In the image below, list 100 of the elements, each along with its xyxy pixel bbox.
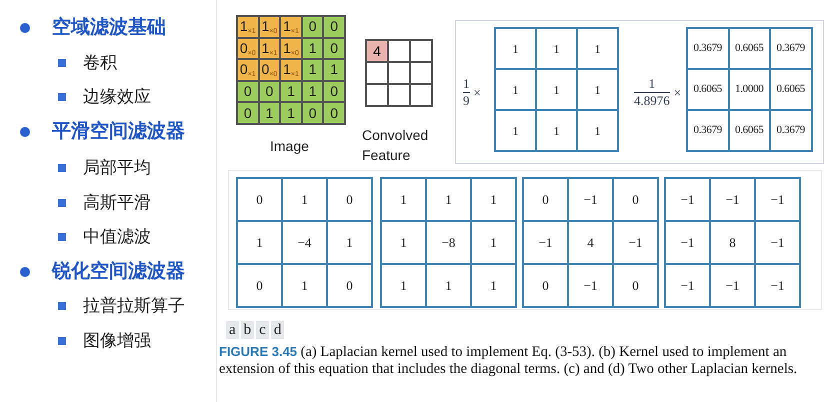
list-item: 局部平均 [83, 157, 151, 180]
matrix-value: 1 [445, 190, 452, 209]
matrix-value: −1 [770, 276, 784, 295]
matrix-value: −1 [584, 190, 598, 209]
pixel-value: 1 [330, 60, 338, 80]
matrix-value: 0 [346, 190, 353, 209]
pixel-value: 0 [265, 82, 274, 102]
pixel-value: 0 [330, 82, 338, 102]
matrix-value: 1 [400, 276, 407, 295]
matrix-value: −1 [726, 276, 740, 295]
list-item: 中值滤波 [83, 226, 151, 248]
matrix-value: 8 [729, 234, 736, 252]
matrix-value: −1 [726, 190, 740, 209]
matrix-value: 0.6065 [776, 82, 805, 98]
matrix-value: 1 [400, 234, 407, 252]
pixel-value: 1$_{×0}$ [283, 38, 299, 59]
feature-value: 4 [373, 42, 381, 60]
denominator: 4.8976 [634, 93, 670, 110]
pixel-value: 0 [330, 104, 338, 123]
matrix-value: 0.3679 [694, 123, 722, 138]
matrix-value: 4 [587, 234, 594, 252]
pixel-value: 0 [244, 104, 252, 123]
pixel-value: 1 [308, 82, 316, 102]
matrix-value: 0.6065 [694, 82, 722, 98]
matrix-value: 0.3679 [776, 123, 805, 138]
matrix-value: 1 [301, 276, 308, 295]
matrix-value: 0 [256, 190, 263, 209]
matrix-value: 1.0000 [735, 82, 764, 98]
pixel-value: 1$_{×0}$ [262, 17, 278, 38]
list-item: 拉普拉斯算子 [83, 295, 185, 318]
times-sign: × [674, 84, 682, 102]
matrix-value: 1 [490, 276, 497, 295]
matrix-value: 0.6065 [735, 41, 764, 56]
times-sign: × [474, 84, 481, 102]
pixel-value: 1 [308, 60, 316, 80]
list-item: 图像增强 [83, 330, 151, 352]
matrix-value: 0 [632, 190, 639, 209]
matrix-value: 1 [594, 82, 600, 98]
matrix-value: 0.3679 [776, 41, 805, 56]
pixel-value: 1$_{×1}$ [283, 17, 299, 38]
matrix-value: −1 [680, 190, 694, 209]
denominator: 9 [463, 93, 470, 110]
matrix-value: 1 [594, 40, 600, 58]
matrix-value: −1 [680, 276, 694, 295]
matrix-value: −4 [298, 234, 312, 252]
matrix-value: 1 [554, 40, 560, 58]
pixel-value: 1 [265, 104, 274, 123]
pixel-value: 0 [308, 104, 316, 123]
section-heading: 平滑空间滤波器 [52, 120, 185, 144]
matrix-value: 1 [445, 276, 452, 295]
matrix-value: 1 [256, 234, 263, 252]
pixel-value: 1$_{×1}$ [240, 17, 256, 38]
pixel-value: 0 [244, 82, 252, 102]
panel-letter: c [256, 321, 269, 339]
matrix-value: 1 [301, 190, 308, 209]
numerator: 1 [648, 76, 656, 92]
matrix-value: 0 [632, 276, 639, 295]
pixel-value: 1 [308, 38, 316, 58]
pixel-value: 0 [308, 17, 316, 36]
matrix-value: −8 [442, 234, 456, 252]
matrix-value: 1 [512, 82, 518, 98]
matrix-value: −1 [680, 234, 694, 252]
matrix-value: 0 [346, 276, 353, 295]
section-heading: 锐化空间滤波器 [52, 260, 185, 284]
list-item: 高斯平滑 [83, 192, 151, 214]
pixel-value: 0 [330, 38, 338, 58]
figure-caption: FIGURE 3.45 (a) Laplacian kernel used to implement Eq. (3-53). (b) Kernel used to implement an extension of this equation that includes the diagonal terms. (c) and (d) Two other Laplacian kernels. [219, 343, 798, 378]
matrix-value: −1 [770, 190, 784, 209]
matrix-value: 1 [594, 122, 600, 140]
matrix-value: 1 [554, 122, 560, 140]
matrix-value: −1 [628, 234, 642, 252]
panel-letter: b [240, 321, 254, 339]
pixel-value: 1 [287, 82, 295, 102]
matrix-value: 0.6065 [735, 123, 764, 138]
pixel-value: 0 [330, 17, 338, 36]
matrix-value: −1 [770, 234, 784, 252]
matrix-value: 0 [542, 190, 549, 209]
numerator: 1 [463, 76, 470, 92]
pixel-value: 0$_{×0}$ [262, 60, 278, 80]
pixel-value: 1$_{×1}$ [262, 38, 278, 59]
matrix-value: 1 [554, 82, 560, 98]
matrix-value: 1 [490, 234, 497, 252]
feature-label: Convolved Feature [362, 126, 430, 165]
pixel-value: 1$_{×1}$ [283, 60, 299, 80]
panel-letter: d [270, 321, 284, 339]
matrix-value: −1 [538, 234, 552, 252]
matrix-value: 0.3679 [694, 41, 722, 56]
matrix-value: −1 [584, 276, 598, 295]
matrix-value: 0 [542, 276, 549, 295]
pixel-value: 0$_{×0}$ [240, 38, 256, 59]
matrix-value: 1 [512, 40, 518, 58]
list-item: 边缘效应 [83, 86, 151, 108]
matrix-value: 1 [512, 122, 518, 140]
panel-letter: a [226, 321, 239, 339]
matrix-value: 1 [490, 190, 497, 209]
matrix-value: 1 [346, 234, 353, 252]
section-heading: 空域滤波基础 [52, 16, 166, 40]
matrix-value: 0 [256, 276, 263, 295]
list-item: 卷积 [83, 52, 117, 74]
pixel-value: 0$_{×1}$ [240, 60, 256, 80]
